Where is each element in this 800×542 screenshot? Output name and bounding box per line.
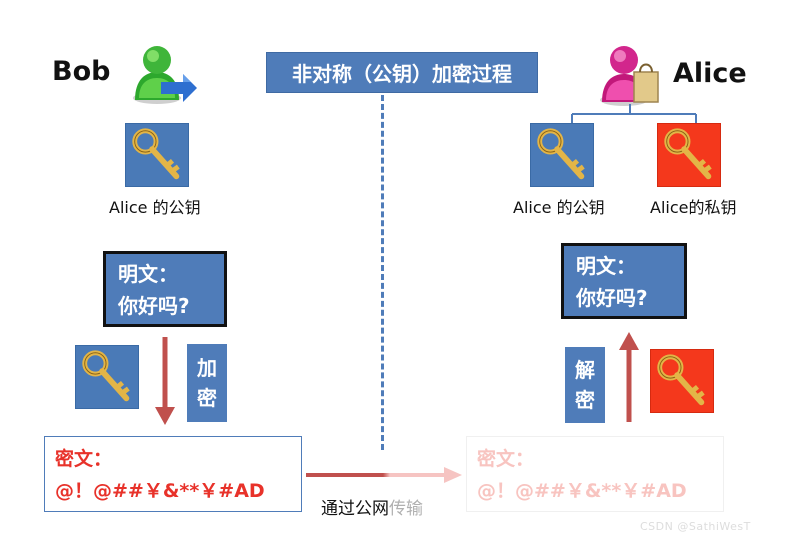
alice-name: Alice — [673, 58, 747, 89]
alice-public-key-icon — [530, 123, 594, 187]
decrypt-char-2: 密 — [575, 388, 595, 412]
transfer-label-main: 通过公网 — [321, 499, 389, 519]
encrypt-label-box: 加 密 — [187, 344, 227, 422]
transfer-arrow — [306, 467, 462, 483]
alice-plaintext-heading: 明文： — [576, 254, 636, 278]
bob-ciphertext-heading: 密文： — [55, 448, 113, 470]
decrypt-char-1: 解 — [575, 358, 595, 382]
bob-ciphertext-box: 密文： @！@##￥&**￥#AD — [44, 436, 302, 512]
divider-line — [381, 95, 384, 450]
watermark: CSDN @SathiWesT — [640, 520, 751, 533]
bob-plaintext-heading: 明文： — [118, 262, 178, 286]
alice-plaintext-box: 明文： 你好吗? — [561, 243, 687, 319]
alice-ciphertext-heading: 密文： — [477, 448, 535, 470]
alice-ciphertext-value: @！@##￥&**￥#AD — [477, 480, 687, 502]
encrypt-char-1: 加 — [197, 356, 217, 380]
alice-private-key-label: Alice的私钥 — [650, 198, 737, 217]
alice-public-key-label: Alice 的公钥 — [513, 198, 605, 217]
transfer-label: 通过公网传输 — [321, 494, 423, 519]
encrypt-arrow — [155, 337, 175, 425]
alice-plaintext-message: 你好吗? — [576, 286, 648, 310]
bob-plaintext-box: 明文： 你好吗? — [103, 251, 227, 327]
bob-key-label: Alice 的公钥 — [109, 198, 201, 217]
alice-private-key-icon — [657, 123, 721, 187]
bob-avatar-icon — [125, 40, 197, 108]
bob-name: Bob — [52, 56, 111, 87]
decrypt-arrow — [619, 332, 639, 422]
bob-public-key-icon — [125, 123, 189, 187]
diagram-title: 非对称（公钥）加密过程 — [266, 52, 538, 93]
bob-plaintext-message: 你好吗? — [118, 294, 190, 318]
bob-encrypt-key-icon — [75, 345, 139, 409]
alice-ciphertext-box: 密文： @！@##￥&**￥#AD — [466, 436, 724, 512]
encrypt-char-2: 密 — [197, 386, 217, 410]
alice-avatar-icon — [594, 40, 662, 110]
transfer-label-faded: 传输 — [389, 499, 423, 519]
alice-decrypt-key-icon — [650, 349, 714, 413]
bob-ciphertext-value: @！@##￥&**￥#AD — [55, 480, 265, 502]
decrypt-label-box: 解 密 — [565, 347, 605, 423]
